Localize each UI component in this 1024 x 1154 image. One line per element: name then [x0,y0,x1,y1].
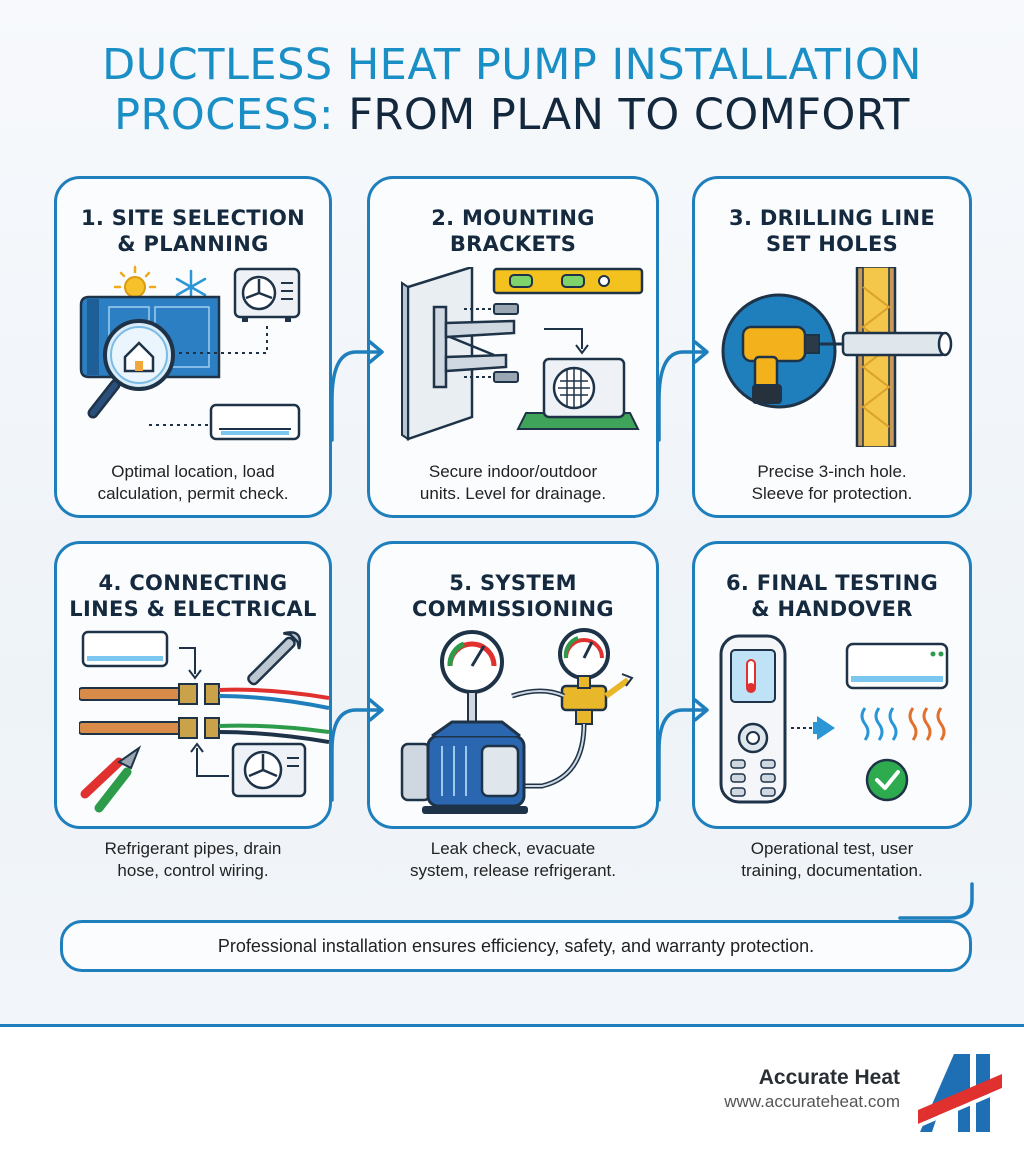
step-1-title: 1. SITE SELECTION & PLANNING [57,205,329,257]
step-card-4: 4. CONNECTING LINES & ELECTRICAL [54,541,332,829]
final-testing-illustration [719,634,949,804]
remote-control-icon [719,634,787,804]
connecting-illustration [79,630,329,813]
connector-5-to-6 [657,708,707,802]
pressure-gauge-icon-2 [558,628,610,680]
mounting-illustration [401,267,644,441]
step-1-description: Optimal location, load calculation, perm… [57,461,329,505]
arrow-icon [544,328,583,349]
connector-2-to-3 [657,350,707,442]
wall-insulation-icon [855,267,897,447]
step-5-desc-line-2: system, release refrigerant. [410,861,616,880]
step-6-desc-line-2: training, documentation. [741,861,923,880]
indoor-unit-icon [845,642,949,690]
brand-name: Accurate Heat [758,1066,900,1089]
step-4-description: Refrigerant pipes, drain hose, control w… [54,838,332,882]
step-2-title-line-1: 2. MOUNTING [431,206,595,230]
step-6-title-line-1: 6. FINAL TESTING [725,571,939,595]
step-6-title: 6. FINAL TESTING & HANDOVER [695,570,969,622]
pipe-sleeve-icon [841,331,953,357]
step-2-title: 2. MOUNTING BRACKETS [370,205,656,257]
pressure-gauge-icon [440,630,504,733]
title-line-1: DUCTLESS HEAT PUMP INSTALLATION [102,40,922,90]
footer-note: Professional installation ensures effici… [60,920,972,972]
pliers-icon [80,745,142,813]
signal-arrow-icon [791,716,835,740]
wrench-icon [247,631,302,686]
connector-1-to-2 [330,350,382,442]
screw-icon [464,303,519,383]
brand-footer [0,1024,1024,1154]
step-4-desc-line-1: Refrigerant pipes, drain [104,839,282,858]
step-1-desc-line-1: Optimal location, load [111,462,275,481]
step-card-3: 3. DRILLING LINE SET HOLES Precise 3-inc… [692,176,972,518]
drill-icon [721,293,849,409]
step-6-desc-line-1: Operational test, user [750,839,914,858]
step-5-description: Leak check, evacuate system, release ref… [367,838,659,882]
drilling-illustration [721,267,953,447]
magnifier-icon [87,319,175,419]
step-card-2: 2. MOUNTING BRACKETS [367,176,659,518]
outdoor-unit-icon [231,742,307,798]
step-3-title-line-2: SET HOLES [765,232,899,256]
indoor-unit-icon [81,630,169,668]
step-2-description: Secure indoor/outdoor units. Level for d… [370,461,656,505]
step-4-desc-line-2: hose, control wiring. [117,861,269,880]
step-1-desc-line-2: calculation, permit check. [97,484,289,503]
title-line-2: PROCESS: FROM PLAN TO COMFORT [114,90,910,140]
step-5-title: 5. SYSTEM COMMISSIONING [370,570,656,622]
step-3-title-line-1: 3. DRILLING LINE [729,206,935,230]
step-card-6: 6. FINAL TESTING & HANDOVER [692,541,972,829]
vacuum-pump-icon [400,720,528,814]
step-2-title-line-2: BRACKETS [449,232,577,256]
connector-6-to-footer [898,882,974,920]
title-line-2-highlight: PROCESS: [114,90,335,140]
commissioning-illustration [400,628,634,814]
step-5-title-line-1: 5. SYSTEM [449,571,577,595]
checkmark-icon [865,758,909,802]
step-4-title: 4. CONNECTING LINES & ELECTRICAL [57,570,329,622]
page-title: DUCTLESS HEAT PUMP INSTALLATION PROCESS:… [0,40,1024,140]
step-5-desc-line-1: Leak check, evacuate [430,839,596,858]
flow-connectors [330,340,974,920]
step-3-description: Precise 3-inch hole. Sleeve for protecti… [695,461,969,505]
connector-4-to-5 [330,708,382,802]
step-3-desc-line-1: Precise 3-inch hole. [757,462,907,481]
manifold-valve-icon [560,673,634,725]
level-tool-icon [492,267,644,295]
control-wiring-icon [218,687,329,744]
refrigerant-pipes-icon [79,683,220,739]
step-1-title-line-2: & PLANNING [117,232,269,256]
airflow-icon [860,707,946,741]
step-2-desc-line-2: units. Level for drainage. [419,484,607,503]
title-line-2-rest: FROM PLAN TO COMFORT [348,90,910,140]
step-card-1: 1. SITE SELECTION & PLANNING [54,176,332,518]
step-4-title-line-1: 4. CONNECTING [98,571,288,595]
brand-url: www.accurateheat.com [724,1092,900,1111]
step-1-title-line-1: 1. SITE SELECTION [80,206,306,230]
step-6-description: Operational test, user training, documen… [692,838,972,882]
site-planning-illustration [79,265,301,441]
outdoor-unit-icon [233,267,301,322]
brand-logo-icon [918,1054,1002,1132]
step-3-title: 3. DRILLING LINE SET HOLES [695,205,969,257]
step-5-title-line-2: COMMISSIONING [412,597,614,621]
step-6-title-line-2: & HANDOVER [751,597,913,621]
outdoor-unit-icon [516,357,640,430]
step-4-title-line-2: LINES & ELECTRICAL [69,597,317,621]
indoor-unit-icon [209,403,301,441]
step-card-5: 5. SYSTEM COMMISSIONING [367,541,659,829]
step-2-desc-line-1: Secure indoor/outdoor [428,462,598,481]
bracket-icon [432,305,516,389]
step-3-desc-line-2: Sleeve for protection. [751,484,913,503]
